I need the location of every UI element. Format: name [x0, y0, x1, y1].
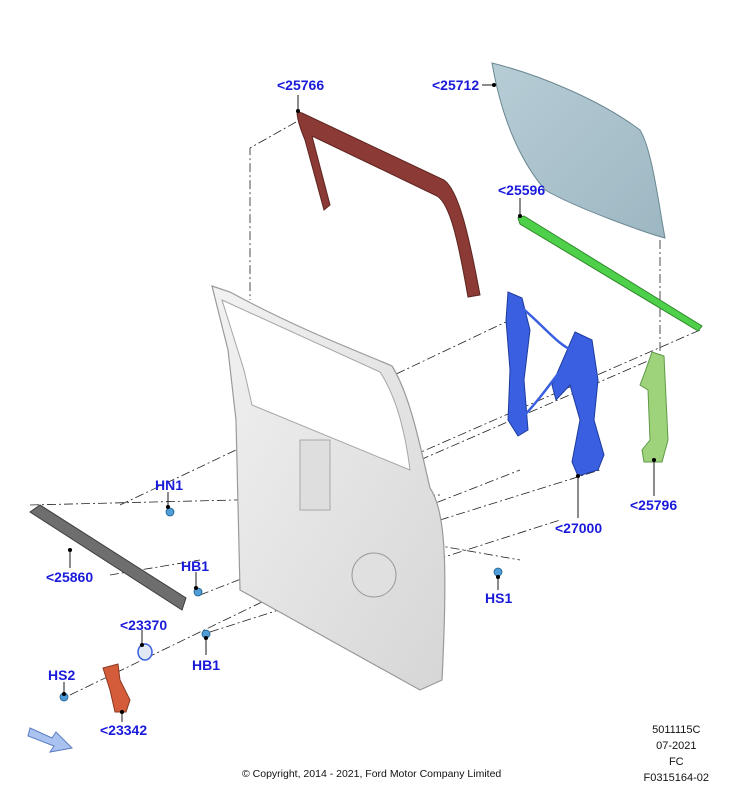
nut-hn1: [165, 507, 175, 517]
callout-25766[interactable]: <25766: [277, 77, 325, 93]
diagram-date: 07-2021: [656, 740, 697, 752]
callout-25596[interactable]: <25596: [498, 182, 546, 198]
screw-hs1: [493, 567, 503, 577]
door-check-bushing[interactable]: [137, 643, 153, 661]
fasteners[interactable]: [59, 507, 503, 702]
door-handle-recess: [299, 439, 331, 511]
speaker-opening: [351, 552, 397, 598]
door-check-arm[interactable]: [102, 663, 131, 713]
window-regulator[interactable]: [505, 291, 605, 477]
glass-run-channel[interactable]: [296, 111, 481, 298]
diagram-meta: 5011115C 07-2021 FC F0315164-02: [644, 722, 709, 786]
door-window-opening: [221, 299, 411, 471]
copyright-notice: © Copyright, 2014 - 2021, Ford Motor Com…: [242, 768, 502, 780]
callout-25860[interactable]: <25860: [46, 569, 94, 585]
callout-hb1-bottom[interactable]: HB1: [192, 657, 221, 673]
leader-lines: [61, 82, 657, 722]
diagram-figure-id: F0315164-02: [643, 772, 709, 784]
diagram-fc: FC: [668, 756, 684, 768]
blue-direction-arrow-icon: [27, 727, 74, 753]
callout-hb1-top[interactable]: HB1: [181, 558, 210, 574]
glass-outer-strip[interactable]: [517, 215, 703, 332]
diagram-code: 5011115C: [652, 724, 701, 736]
callout-hn1[interactable]: HN1: [155, 477, 184, 493]
callout-25796[interactable]: <25796: [630, 497, 678, 513]
callout-hs2[interactable]: HS2: [48, 667, 76, 683]
callout-25712[interactable]: <25712: [432, 77, 480, 93]
rear-run-channel[interactable]: [639, 351, 669, 463]
callout-23342[interactable]: <23342: [100, 722, 148, 738]
callout-hs1[interactable]: HS1: [485, 590, 513, 606]
callout-27000[interactable]: <27000: [555, 520, 603, 536]
door-glass[interactable]: [491, 62, 666, 239]
belt-weatherstrip[interactable]: [29, 504, 187, 611]
callout-23370[interactable]: <23370: [120, 617, 168, 633]
